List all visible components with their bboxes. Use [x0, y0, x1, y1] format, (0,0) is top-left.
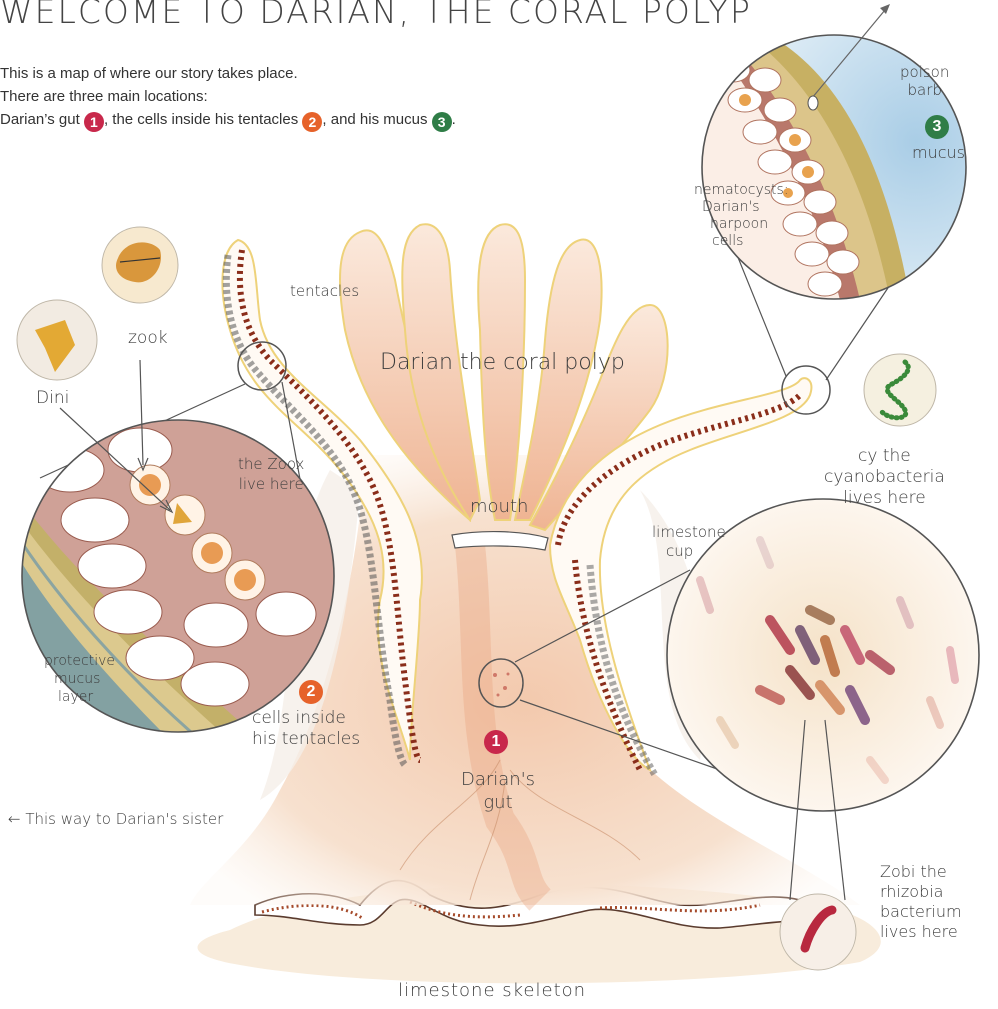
label-mucus: mucus: [912, 143, 965, 162]
label-zook: zook: [128, 328, 168, 348]
sister-link[interactable]: ← This way to Darian's sister: [8, 810, 223, 828]
gut-marker: 1: [484, 730, 508, 754]
label-protective-mucus: protective mucus layer: [44, 652, 115, 706]
label-mouth: mouth: [470, 496, 528, 517]
label-tentacles: tentacles: [290, 282, 359, 300]
tentacle-cells-marker: 2: [299, 680, 323, 704]
label-poison-barb: poison barb: [900, 63, 949, 99]
mucus-marker: 3: [925, 115, 949, 139]
label-zoox-live-here: the Zoox live here: [238, 454, 304, 494]
rhizobia-icon: [780, 894, 856, 970]
dini-icon: [17, 300, 97, 380]
label-nematocysts: nematocysts: Darian's harpoon cells: [694, 182, 789, 250]
label-polyp-name: Darian the coral polyp: [380, 350, 625, 375]
label-cells-inside-tentacles: cells inside his tentacles: [252, 708, 360, 750]
label-cyanobacteria: cy the cyanobacteria lives here: [824, 446, 945, 509]
label-limestone-skeleton: limestone skeleton: [398, 980, 586, 1001]
label-limestone-cup: limestone cup: [652, 523, 726, 561]
zook-icon: [102, 227, 178, 303]
cyanobacteria-icon: [864, 354, 936, 426]
label-dini: Dini: [36, 388, 69, 408]
label-zobi: Zobi the rhizobia bacterium lives here: [880, 862, 962, 942]
label-gut: Darian's gut: [448, 768, 548, 814]
